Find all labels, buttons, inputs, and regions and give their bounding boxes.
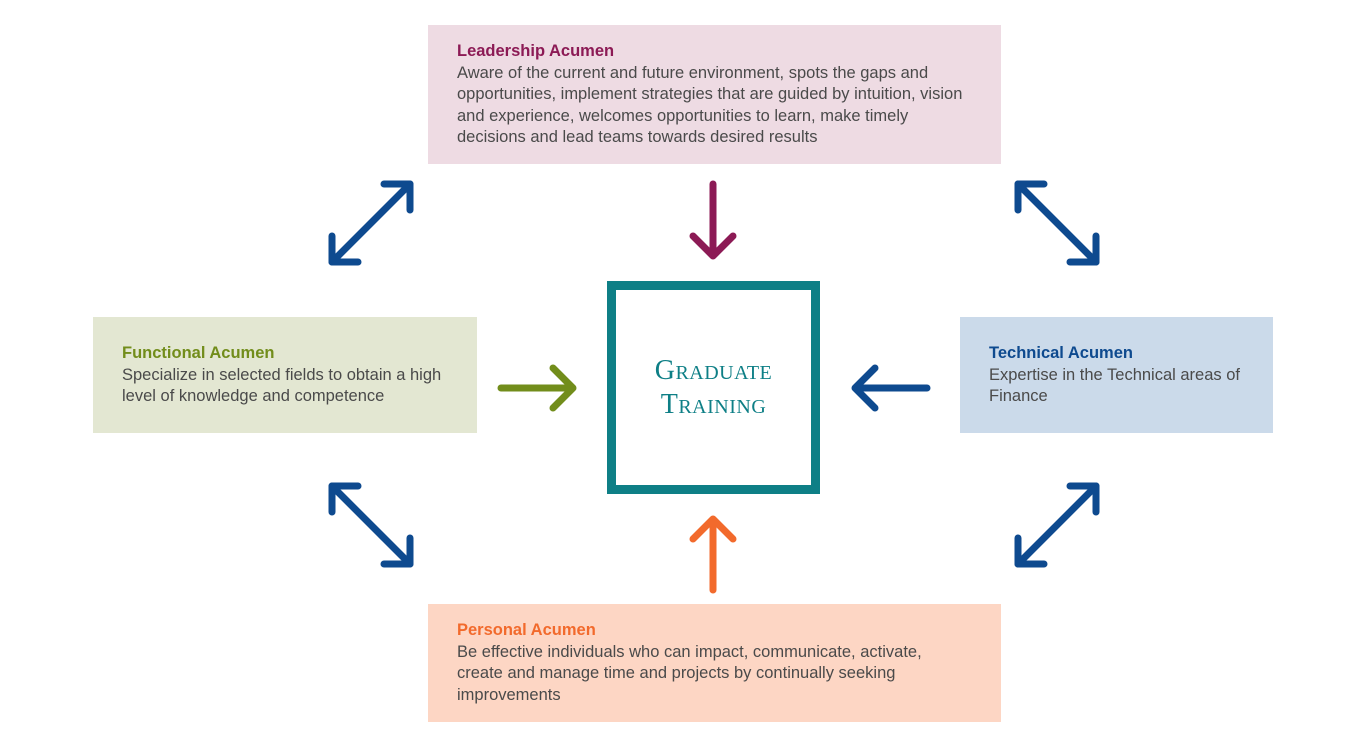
graduate-training-title: Graduate Training <box>654 354 773 420</box>
leadership-acumen-title: Leadership Acumen <box>457 42 615 60</box>
double-arrow-bottom-left-icon <box>328 482 414 568</box>
double-arrow-bottom-right-icon <box>1014 482 1100 568</box>
leadership-acumen-description: Aware of the current and future environm… <box>457 63 963 147</box>
arrow-up-icon <box>689 515 737 594</box>
arrow-right-icon <box>497 364 577 412</box>
double-arrow-top-left-icon <box>328 180 414 266</box>
functional-acumen-description: Specialize in selected fields to obtain … <box>122 365 442 406</box>
arrow-down-icon <box>689 180 737 260</box>
personal-acumen-title: Personal Acumen <box>457 621 596 639</box>
technical-acumen-title: Technical Acumen <box>989 344 1133 362</box>
graduate-training-box: Graduate Training <box>607 281 820 494</box>
arrow-left-icon <box>851 364 931 412</box>
personal-acumen-description: Be effective individuals who can impact,… <box>457 642 922 704</box>
double-arrow-top-right-icon <box>1014 180 1100 266</box>
technical-acumen-description: Expertise in the Technical areas of Fina… <box>989 365 1241 406</box>
functional-acumen-title: Functional Acumen <box>122 344 275 362</box>
functional-acumen-box: Functional Acumen Specialize in selected… <box>93 317 477 433</box>
personal-acumen-box: Personal Acumen Be effective individuals… <box>428 604 1001 722</box>
technical-acumen-box: Technical Acumen Expertise in the Techni… <box>960 317 1273 433</box>
leadership-acumen-box: Leadership Acumen Aware of the current a… <box>428 25 1001 164</box>
